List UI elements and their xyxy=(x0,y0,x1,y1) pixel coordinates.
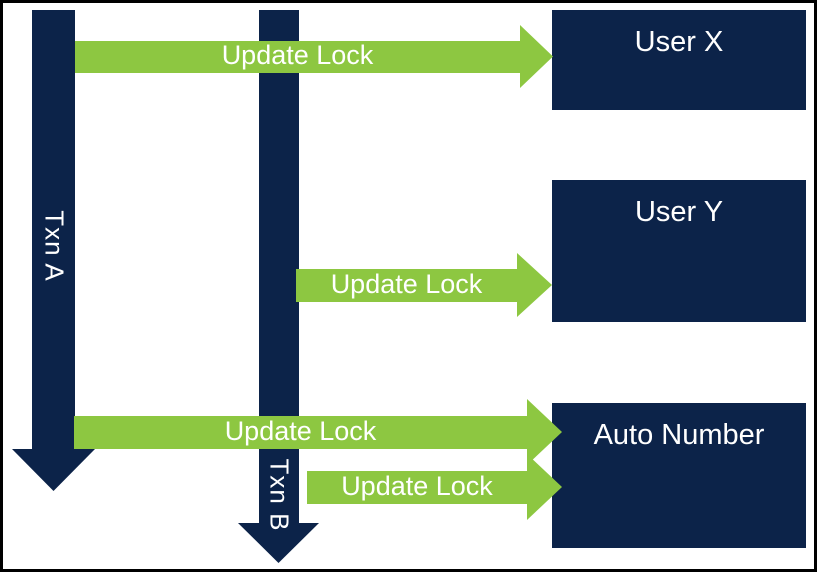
arrow-right-icon xyxy=(517,253,552,317)
lock-arrow-body: Update Lock xyxy=(307,470,527,504)
arrow-right-icon xyxy=(520,25,553,88)
lock-arrow-txn-b-to-user-y: Update Lock xyxy=(296,253,552,317)
timeline-txn-b-label: Txn B xyxy=(264,458,295,532)
entity-box-auto-number: Auto Number xyxy=(552,403,806,548)
lock-arrow-body: Update Lock xyxy=(75,40,520,73)
entity-auto-number-label: Auto Number xyxy=(593,419,765,451)
lock-arrow-txn-b-to-auto-number: Update Lock xyxy=(307,454,562,520)
lock-arrow-label: Update Lock xyxy=(341,470,493,501)
timeline-txn-a-bar xyxy=(32,10,75,449)
lock-arrow-label: Update Lock xyxy=(330,268,483,299)
lock-arrow-body: Update Lock xyxy=(296,268,517,302)
timeline-txn-a-label: Txn A xyxy=(39,210,70,282)
entity-user-x-label: User X xyxy=(634,26,724,58)
lock-arrow-txn-a-to-user-x: Update Lock xyxy=(75,25,553,88)
arrow-right-icon xyxy=(527,454,562,520)
lock-arrow-txn-a-to-auto-number: Update Lock xyxy=(74,399,562,465)
entity-box-user-y: User Y xyxy=(552,180,806,322)
entity-box-user-x: User X xyxy=(552,10,806,110)
lock-arrow-label: Update Lock xyxy=(224,415,377,446)
lock-arrow-body: Update Lock xyxy=(74,415,527,449)
entity-user-y-label: User Y xyxy=(634,196,724,228)
lock-arrow-label: Update Lock xyxy=(221,40,374,70)
